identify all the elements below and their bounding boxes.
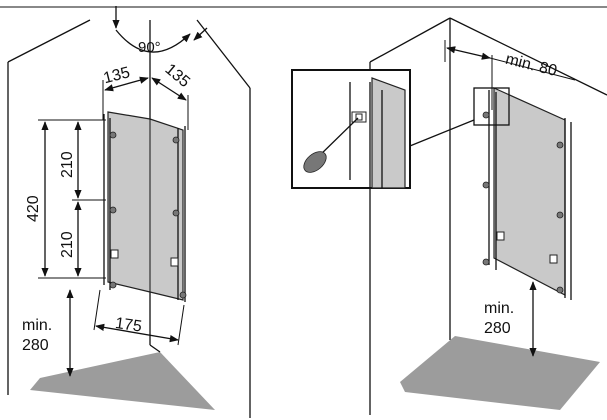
wall-radiator-panel [493,87,566,296]
wall-floor [400,336,600,410]
detail-highlight-box [473,87,510,126]
corner-floor [30,352,215,410]
pipe-connector [496,231,505,241]
corner-clearance-line2: 280 [22,337,49,354]
bracket-bolt [109,206,117,214]
bracket-bolt [109,281,117,289]
corner-radiator-panel [107,111,184,301]
detail-leader-line [399,119,475,151]
pipe-connector [170,257,179,267]
corner-angle-indicator [112,6,208,53]
corner-width-dimensions [102,70,189,130]
wall-installation: min. 80 [291,17,607,415]
bracket-bolt [482,111,490,119]
corner-diagonal-label: 175 [114,315,143,336]
wall-distance-label: min. 80 [504,51,559,80]
bracket-bolt [556,141,564,149]
corner-clearance-line1: min. [22,317,52,334]
corner-diagonal-dimension [93,289,185,346]
pipe-connector [110,249,119,259]
screw-head-icon [303,151,327,173]
corner-angle-label: 90° [138,39,161,56]
bracket-bolt [179,291,187,299]
bracket-bolt [109,131,117,139]
wall-clearance-line1: min. [484,300,514,317]
corner-installation: 90° 135 135 [0,6,607,418]
pipe-connector [549,254,558,264]
detail-inset [291,69,411,189]
corner-spacing-upper-label: 210 [59,151,76,178]
wall-clearance-line2: 280 [484,320,511,337]
corner-height-total-label: 420 [25,195,42,222]
corner-spacing-lower-label: 210 [59,231,76,258]
bracket-bolt [482,181,490,189]
corner-width-left-label: 135 [102,64,132,87]
corner-height-dimensions [38,119,106,279]
bracket-bolt [172,209,180,217]
bracket-bolt [556,211,564,219]
bracket-bolt [556,286,564,294]
wall-distance-dimension [444,40,576,110]
bracket-bolt [172,136,180,144]
bracket-bolt [482,258,490,266]
